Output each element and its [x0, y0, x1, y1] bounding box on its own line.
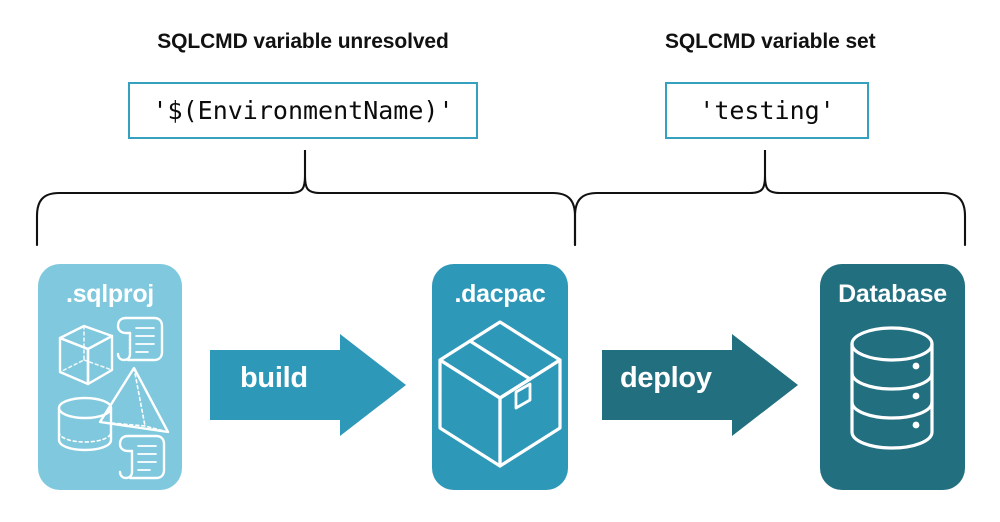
arrow-build-label: build	[240, 362, 308, 394]
sqlcmd-value-box-unresolved: '$(EnvironmentName)'	[128, 82, 478, 139]
node-sqlproj[interactable]: .sqlproj	[38, 264, 182, 490]
node-sqlproj-label: .sqlproj	[66, 280, 154, 308]
dacpac-artwork	[438, 320, 562, 468]
cylinder-icon	[57, 396, 113, 452]
database-cylinder-icon	[850, 326, 934, 450]
brace-deploy	[573, 150, 967, 247]
cube-icon	[58, 324, 114, 386]
arrow-deploy-label: deploy	[620, 362, 712, 394]
database-artwork	[850, 326, 934, 450]
node-dacpac[interactable]: .dacpac	[432, 264, 568, 490]
arrow-deploy	[602, 334, 798, 436]
section-heading-deploy: SQLCMD variable set	[665, 30, 876, 53]
sqlcmd-value-box-set: 'testing'	[665, 82, 869, 139]
scroll-icon	[116, 316, 164, 362]
package-box-icon	[438, 320, 562, 468]
section-heading-build: SQLCMD variable unresolved	[157, 30, 449, 53]
node-dacpac-label: .dacpac	[454, 280, 546, 308]
node-database-label: Database	[838, 280, 947, 308]
scroll-icon	[118, 434, 166, 480]
pyramid-icon	[98, 366, 170, 434]
arrow-build	[210, 334, 406, 436]
sqlproj-artwork	[57, 316, 170, 480]
brace-build	[35, 150, 577, 247]
node-database[interactable]: Database	[820, 264, 965, 490]
